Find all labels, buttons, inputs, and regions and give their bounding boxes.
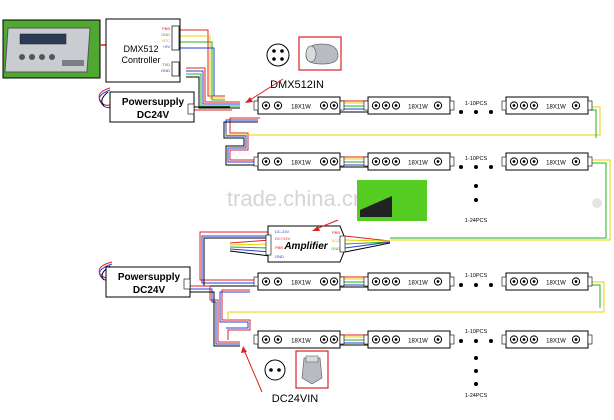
amplifier-pin-left-3: PBB	[275, 245, 283, 250]
led-module: 18X1W	[363, 330, 455, 349]
led-module: 18X1W	[501, 96, 593, 115]
led-modules: 18X1W 18X1W 18X1W 18X1W 18X1W 18X1W 18X1W 18X1W…	[253, 96, 593, 349]
amplifier-pin-right-2: VCC	[332, 238, 341, 243]
amplifier-pin-left-1: DC-24V	[275, 229, 290, 234]
amplifier-pin-right-3: GND	[331, 246, 340, 251]
row1-count-label: 1-10PCS	[465, 101, 488, 107]
amplifier: Amplifier DC-24V DC+24V PBB GND PBB VCC …	[265, 219, 346, 263]
led-module: 18X1W	[363, 152, 455, 171]
led-module-label: 18X1W	[291, 339, 311, 345]
controller-pin-4: +5V	[163, 44, 171, 49]
amplifier-pin-right-1: PBB	[332, 230, 340, 235]
led-module-label: 18X1W	[546, 161, 566, 167]
led-module-label: 18X1W	[291, 105, 311, 111]
row3-count-label: 1-10PCS	[465, 273, 488, 279]
psu1-label-line2: DC24V	[137, 110, 170, 121]
led-module-label: 18X1W	[408, 105, 428, 111]
led-module: 18X1W	[363, 272, 455, 291]
amplifier-pin-left-4: GND	[275, 254, 284, 259]
controller-pin-1: PBB	[162, 26, 170, 31]
controller-pin-5: TXD	[162, 62, 170, 67]
row2-to-amplifier-wires	[390, 159, 611, 241]
controller-pin-wires	[177, 29, 225, 101]
led-module-label: 18X1W	[546, 281, 566, 287]
amplifier-fan-wires	[229, 235, 391, 257]
dc24vin-label: DC24VIN	[272, 393, 319, 405]
led-module: 18X1W	[253, 330, 345, 349]
psu2-label-line2: DC24V	[133, 285, 166, 296]
controller-label-line2: Controller	[121, 55, 160, 65]
led-module: 18X1W	[501, 330, 593, 349]
led-module-label: 18X1W	[408, 161, 428, 167]
power-supply-2: Powersupply DC24V	[105, 266, 191, 298]
led-module-label: 18X1W	[291, 161, 311, 167]
dmx512in-connector: DMX512IN	[245, 36, 342, 103]
controller-device-image	[2, 19, 101, 79]
ellipsis-dots	[459, 110, 493, 386]
led-module: 18X1W	[501, 152, 593, 171]
dmx512in-label: DMX512IN	[270, 79, 324, 91]
led-module-label: 18X1W	[546, 339, 566, 345]
led-module: 18X1W	[501, 272, 593, 291]
wire-bundles	[98, 29, 611, 347]
watermark-text: trade.china.cn	[227, 186, 365, 211]
row4-count-label: 1-10PCS	[465, 329, 488, 335]
led-module: 18X1W	[363, 96, 455, 115]
led-module-label: 18X1W	[291, 281, 311, 287]
row2-count-label: 1-10PCS	[465, 156, 488, 162]
controller-label-line1: DMX512	[123, 44, 158, 54]
psu2-label-line1: Powersupply	[118, 272, 181, 283]
rows-count-label-bottom: 1-24PCS	[465, 393, 488, 399]
led-module-label: 18X1W	[546, 105, 566, 111]
rows-count-label-top: 1-24PCS	[465, 218, 488, 224]
right-end-wires-bottom	[227, 281, 605, 320]
led-module-label: 18X1W	[408, 281, 428, 287]
led-module: 18X1W	[253, 272, 345, 291]
controller-pin-2: GND	[161, 32, 170, 37]
dmx512-controller: DMX512 Controller PBB GND VCC +5V TXD GN…	[105, 18, 181, 83]
row1-to-row2-wires	[223, 117, 260, 166]
controller-pin-3: VCC	[162, 38, 171, 43]
led-module: 18X1W	[253, 152, 345, 171]
amplifier-pin-left-2: DC+24V	[275, 236, 291, 241]
controller-pins: PBB GND VCC +5V TXD GND	[161, 25, 180, 77]
lower-left-bus-wires	[190, 231, 270, 347]
led-module-label: 18X1W	[408, 339, 428, 345]
controller-pin-6: GND	[161, 68, 170, 73]
controller-to-row1-wires	[186, 67, 240, 109]
power-supply-1: Powersupply DC24V	[109, 91, 195, 123]
psu1-label-line1: Powersupply	[122, 97, 185, 108]
watermark: trade.china.cn	[227, 180, 602, 221]
amplifier-label: Amplifier	[283, 241, 328, 252]
count-labels: 1-10PCS 1-10PCS 1-10PCS 1-10PCS 1-24PCS	[465, 101, 488, 335]
led-module: 18X1W	[253, 96, 345, 115]
dc24vin-connector: DC24VIN	[241, 346, 329, 405]
